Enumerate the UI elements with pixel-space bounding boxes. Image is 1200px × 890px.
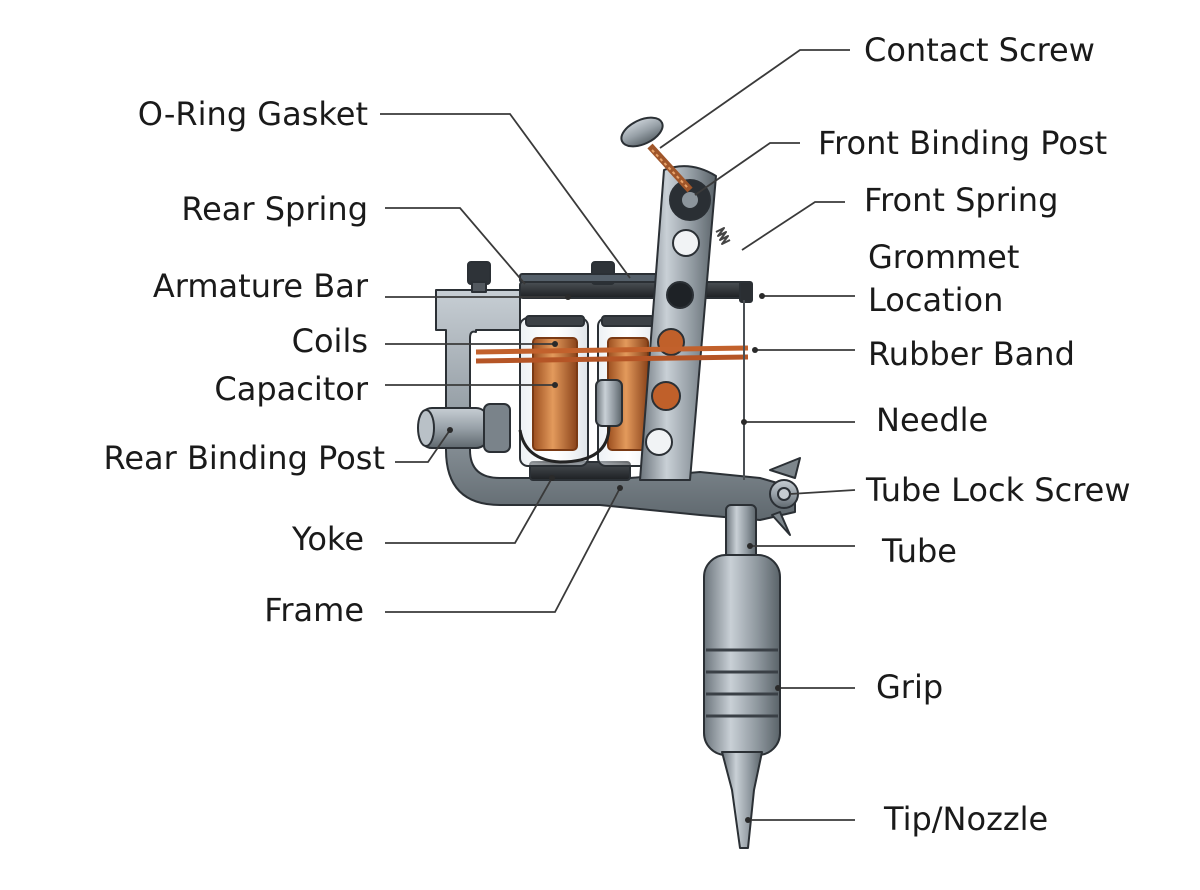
label-frame: Frame <box>264 591 364 629</box>
leader-yoke <box>385 477 553 544</box>
tube-lock-wing <box>769 457 801 479</box>
label-tube: Tube <box>882 532 957 570</box>
label-grommet-location-line1: Grommet <box>868 238 1020 276</box>
leader-rear-spring <box>385 207 526 285</box>
leader-rear-binding-post <box>395 429 451 463</box>
label-contact-screw: Contact Screw <box>864 31 1095 69</box>
armature-bar-shape <box>519 281 749 299</box>
label-coils: Coils <box>291 322 368 360</box>
capacitor-wire <box>518 425 611 464</box>
label-rubber-band: Rubber Band <box>868 335 1075 373</box>
rubber-band-shape <box>475 345 749 355</box>
front-spring-shape <box>715 227 731 245</box>
leader-front-binding-post <box>694 142 800 196</box>
leader-contact-screw <box>659 49 850 149</box>
tip-nozzle-shape <box>721 751 763 849</box>
machine-illustration <box>417 116 801 849</box>
label-rear-binding-post: Rear Binding Post <box>103 439 385 477</box>
label-tube-lock-screw: Tube Lock Screw <box>866 471 1131 509</box>
leader-tube-lock-screw <box>789 489 856 495</box>
coil-left <box>532 337 578 451</box>
leader-front-spring <box>741 201 845 251</box>
label-yoke: Yoke <box>292 520 364 558</box>
label-grip: Grip <box>876 668 944 706</box>
leader-o-ring-gasket <box>380 113 631 279</box>
leader-frame <box>385 487 621 613</box>
leader-dots <box>447 293 781 823</box>
label-capacitor: Capacitor <box>214 370 368 408</box>
label-front-binding-post: Front Binding Post <box>818 124 1108 162</box>
label-tip-nozzle: Tip/Nozzle <box>884 800 1049 838</box>
label-o-ring-gasket: O-Ring Gasket <box>137 95 368 133</box>
label-rear-spring: Rear Spring <box>181 190 368 228</box>
label-grommet-location-line2: Location <box>868 281 1004 319</box>
label-needle: Needle <box>876 401 989 439</box>
capacitor-shape <box>595 379 623 427</box>
frame-shape <box>435 289 796 521</box>
grip-shape <box>703 554 781 756</box>
label-front-spring: Front Spring <box>864 181 1059 219</box>
leader-lines <box>380 49 856 821</box>
rear-spring-shape <box>519 273 661 283</box>
label-armature-bar: Armature Bar <box>152 267 368 305</box>
